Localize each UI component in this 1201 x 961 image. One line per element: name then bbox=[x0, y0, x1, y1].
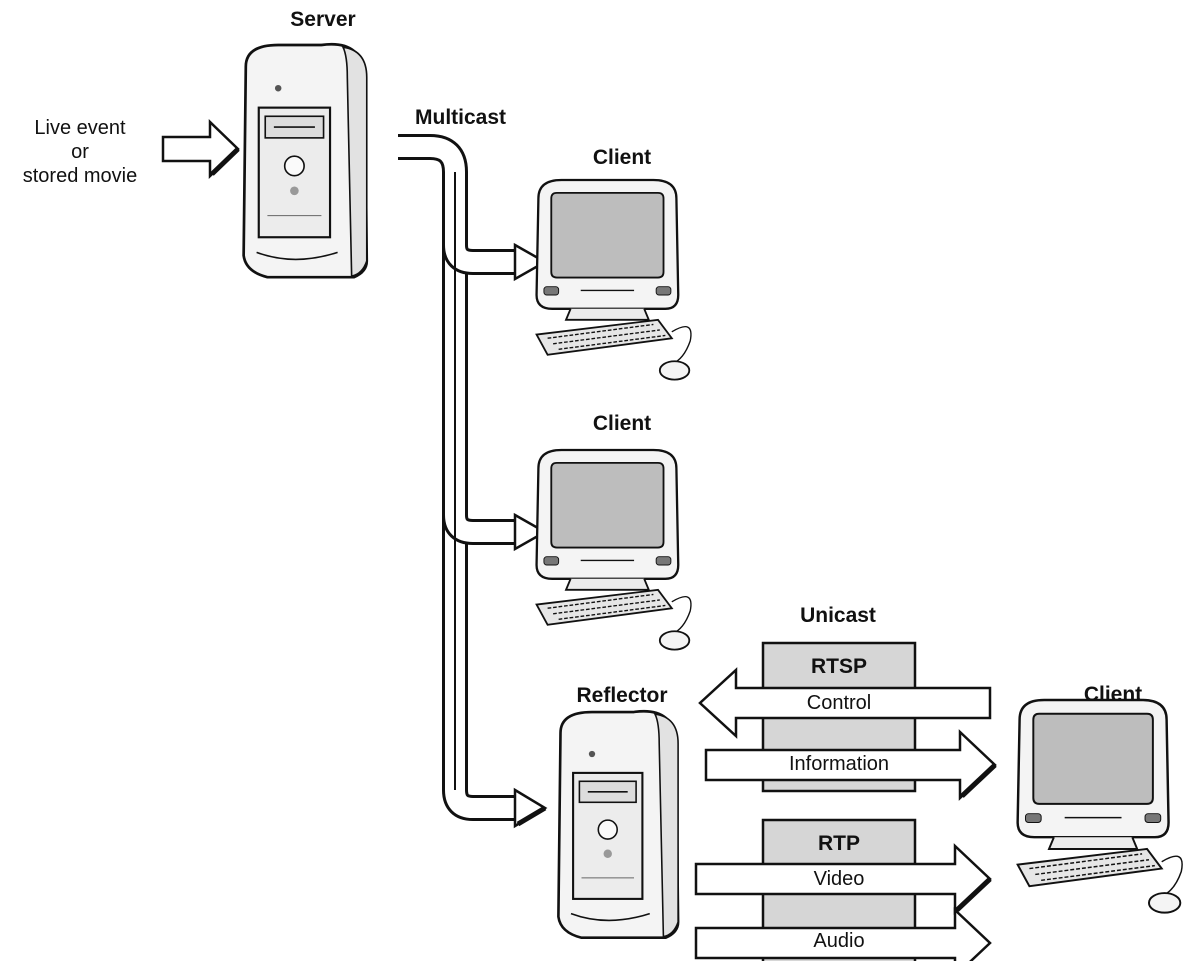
client2-label: Client bbox=[592, 412, 652, 435]
input-line-2: or bbox=[71, 141, 89, 163]
server-computer bbox=[242, 42, 369, 279]
input-source-label: Live event or stored movie bbox=[23, 116, 138, 188]
reflector-computer bbox=[557, 709, 680, 940]
video-label: Video bbox=[813, 868, 865, 890]
client1-label: Client bbox=[592, 146, 652, 169]
control-arrow bbox=[698, 667, 992, 739]
client-computer-1 bbox=[535, 178, 693, 381]
multicast-label: Multicast bbox=[415, 106, 507, 129]
server-label: Server bbox=[290, 8, 356, 31]
unicast-label: Unicast bbox=[800, 604, 876, 627]
rtp-label: RTP bbox=[818, 832, 860, 855]
input-arrow bbox=[161, 119, 240, 179]
control-label: Control bbox=[806, 692, 872, 714]
arrowhead-client1 bbox=[513, 242, 548, 282]
multicast-pipe bbox=[398, 134, 520, 821]
reflector-label: Reflector bbox=[576, 684, 668, 707]
input-line-1: Live event bbox=[34, 117, 126, 139]
client-computer-2 bbox=[535, 448, 693, 651]
client3-label: Client bbox=[1083, 683, 1143, 706]
client-computer-3 bbox=[1016, 698, 1184, 914]
input-line-3: stored movie bbox=[22, 165, 138, 187]
rtsp-label: RTSP bbox=[810, 655, 868, 678]
audio-arrow bbox=[694, 907, 992, 961]
audio-label: Audio bbox=[813, 930, 865, 952]
arrowhead-client2 bbox=[513, 512, 548, 552]
information-label: Information bbox=[788, 753, 890, 775]
